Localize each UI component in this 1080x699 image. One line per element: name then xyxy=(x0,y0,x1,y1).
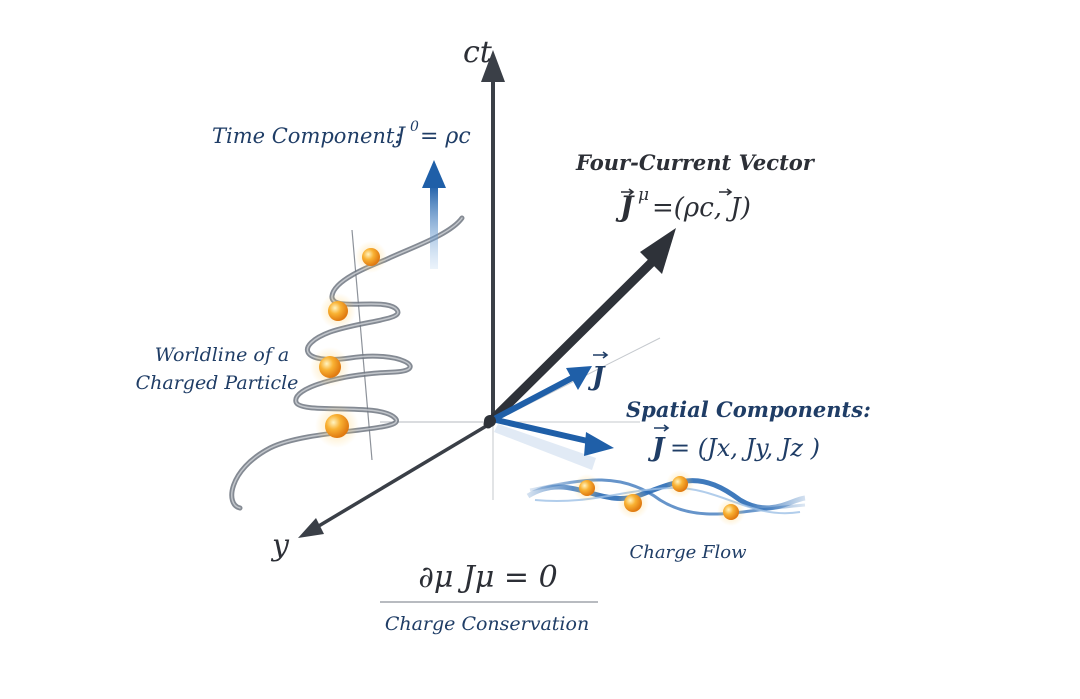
flow-particle-2 xyxy=(624,494,642,512)
worldline-center-axis xyxy=(351,229,373,461)
spatial-components-vector-shaft xyxy=(493,417,595,445)
spatial-components-equation: = (Jx, Jy, Jz ) xyxy=(670,434,820,462)
particle-3 xyxy=(328,301,348,321)
four-current-superscript: μ xyxy=(638,185,649,205)
worldline-label-line1: Worldline of a xyxy=(155,344,290,366)
flow-particle-1 xyxy=(579,480,595,496)
flow-particle-3 xyxy=(672,476,688,492)
four-current-vector xyxy=(483,228,676,429)
current-J-arrow xyxy=(593,351,609,359)
ct-axis-arrowhead xyxy=(481,50,505,82)
worldline-helix xyxy=(229,215,465,511)
y-axis-label: y xyxy=(270,528,290,563)
y-axis-arrowhead xyxy=(298,518,324,538)
y-axis-line xyxy=(311,420,494,532)
helix-highlight xyxy=(231,217,463,509)
particle-1 xyxy=(325,414,349,438)
ground-plane xyxy=(380,337,661,500)
spatial-components-vector xyxy=(493,417,614,470)
spatial-J-arrow xyxy=(654,424,670,432)
current-vector-upper-shaft xyxy=(493,375,575,421)
time-component-label: Time Component: xyxy=(212,124,401,148)
particle-2 xyxy=(319,356,341,378)
ct-axis xyxy=(481,50,505,422)
four-current-J-arrow xyxy=(621,188,635,196)
current-vector-label: J xyxy=(587,362,606,392)
time-component-superscript: 0 xyxy=(410,119,419,135)
four-current-symbol: J xyxy=(615,190,635,223)
spatial-components-label: Spatial Components: xyxy=(626,397,871,422)
spatial-vector-shadow xyxy=(494,424,596,470)
time-component-arrow xyxy=(422,160,446,269)
four-current-vector-shaft xyxy=(483,257,657,429)
origin-point xyxy=(484,415,496,427)
vector-accents xyxy=(593,188,733,432)
conservation-equation: ∂μ Jμ = 0 xyxy=(418,560,557,595)
charge-flow xyxy=(526,470,806,526)
conservation-label: Charge Conservation xyxy=(385,613,589,635)
charge-flow-label: Charge Flow xyxy=(629,542,747,563)
four-current-inner-J-arrow xyxy=(719,188,733,196)
ct-axis-label: ct xyxy=(463,35,493,70)
time-component-symbol: J xyxy=(392,124,406,149)
four-current-vector-head xyxy=(640,228,676,274)
flow-particle-4 xyxy=(723,504,739,520)
time-component-arrow-head xyxy=(422,160,446,188)
time-component-equation: = ρc xyxy=(420,124,471,149)
four-current-title: Four-Current Vector xyxy=(575,150,816,175)
four-current-equation: =(ρc, J) xyxy=(652,193,751,223)
spatial-components-symbol: J xyxy=(647,433,666,463)
particle-4 xyxy=(362,248,380,266)
time-component-arrow-shaft xyxy=(430,185,438,269)
worldline-label-line2: Charged Particle xyxy=(136,372,299,394)
y-axis xyxy=(298,420,494,538)
spatial-components-vector-head xyxy=(584,432,614,456)
current-vector-upper xyxy=(493,366,592,421)
current-vector-upper-head xyxy=(566,366,592,390)
